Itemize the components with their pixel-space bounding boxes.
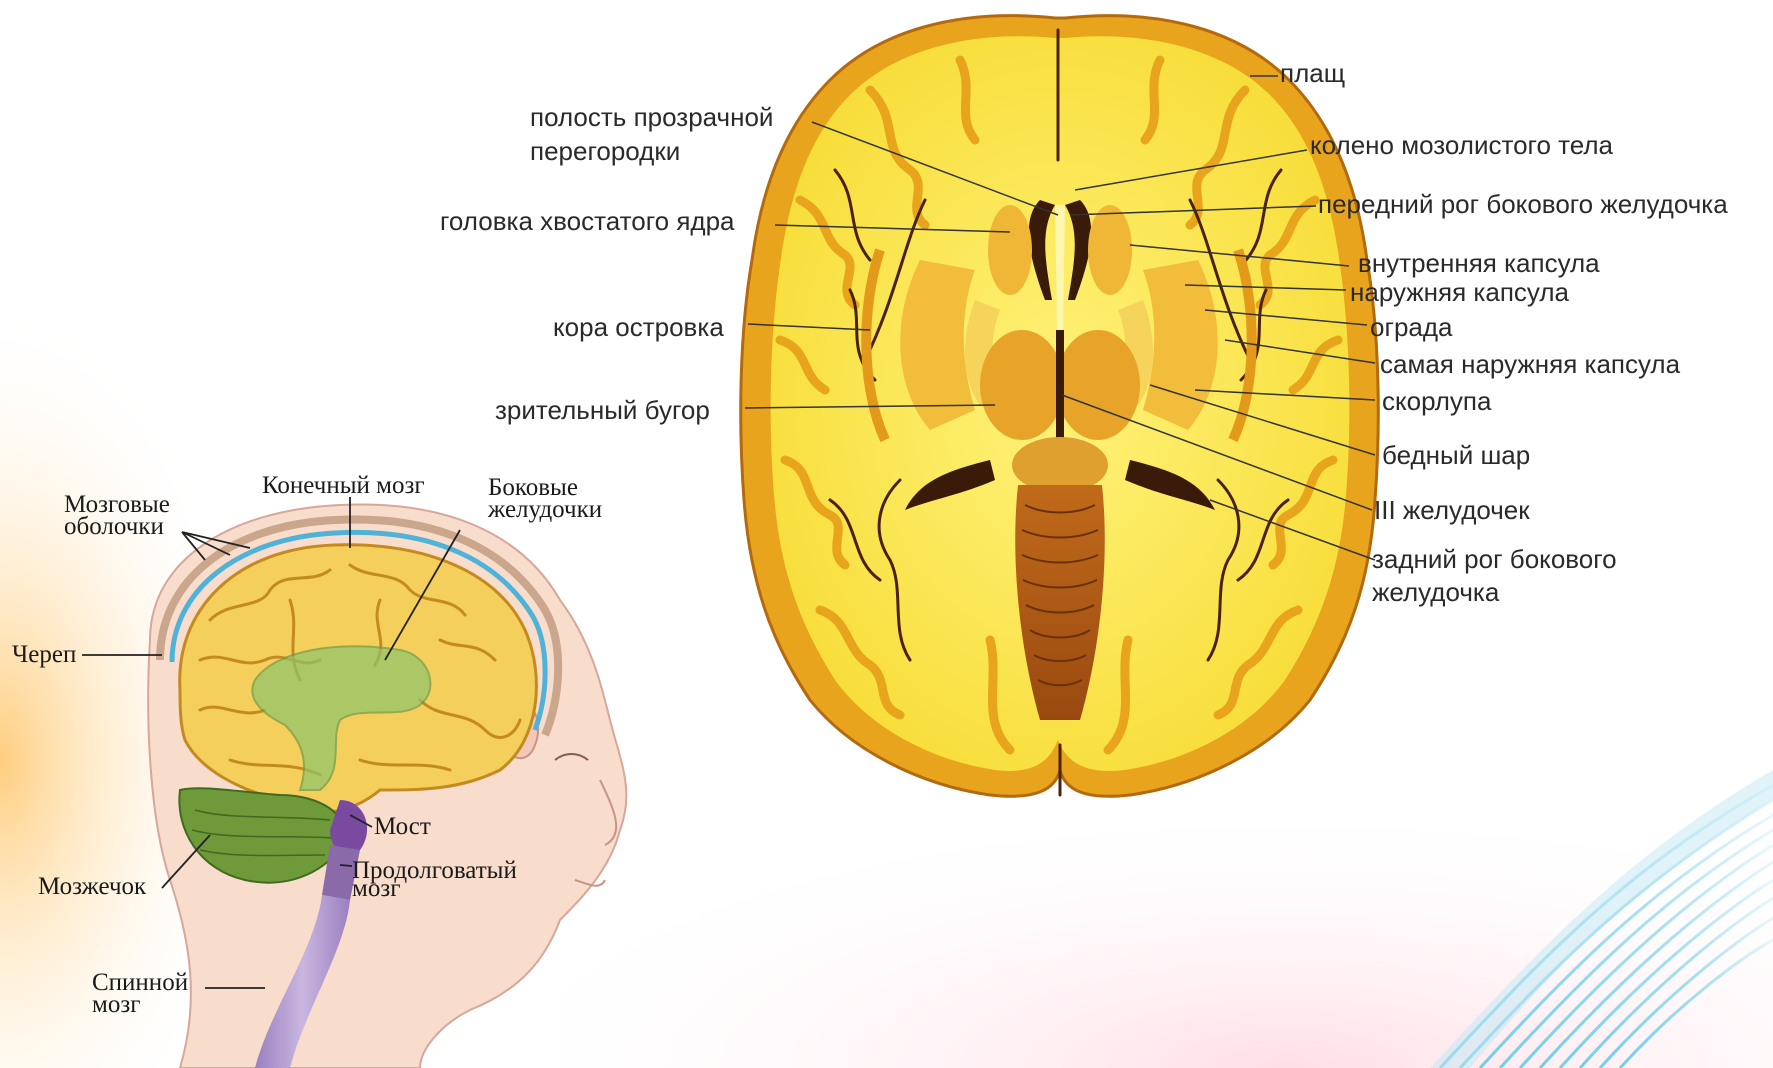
thalamus-right — [1056, 330, 1140, 440]
label-spinnoy-line2: мозг — [92, 994, 140, 1016]
label-peredniy-rog: передний рог бокового желудочка — [1318, 189, 1728, 219]
colliculi — [1012, 437, 1108, 493]
label-polost-line2: перегородки — [530, 136, 680, 166]
label-zritelny-bugor: зрительный бугор — [495, 395, 710, 425]
caudate-left — [988, 205, 1032, 295]
third-ventricle — [1056, 330, 1064, 440]
label-cherep: Череп — [12, 644, 76, 666]
label-iii-zheludochek: III желудочек — [1374, 495, 1530, 525]
label-skorlupa: скорлупа — [1382, 386, 1491, 416]
label-most: Мост — [374, 816, 431, 838]
label-kora-ostrovka: кора островка — [553, 312, 724, 342]
label-plash: плащ — [1280, 58, 1345, 88]
leader-prodolgovaty — [340, 865, 352, 866]
label-ograda: ограда — [1370, 312, 1453, 342]
label-bledny-shar: бедный шар — [1382, 440, 1530, 470]
thalamus-left — [980, 330, 1064, 440]
label-polost-line1: полость прозрачной — [530, 102, 773, 132]
caudate-right — [1088, 205, 1132, 295]
label-bokovye-line2: желудочки — [488, 499, 602, 521]
label-samaya-naruzh: самая наружняя капсула — [1380, 349, 1680, 379]
label-naruzh-kapsula: наружняя капсула — [1350, 277, 1569, 307]
label-mozgovye-line2: оболочки — [64, 516, 164, 538]
label-vnutr-kapsula: внутренняя капсула — [1358, 248, 1600, 278]
label-zadniy-rog-line2: желудочка — [1372, 577, 1499, 607]
axial-brain-section — [741, 16, 1379, 797]
label-koleno: колено мозолистого тела — [1310, 130, 1613, 160]
sagittal-head — [148, 504, 626, 1068]
label-prodolgovaty-line2: мозг — [352, 878, 400, 900]
label-golovka: головка хвостатого ядра — [440, 206, 735, 236]
label-mozzhechok: Мозжечок — [38, 876, 146, 898]
label-zadniy-rog-line1: задний рог бокового — [1372, 544, 1617, 574]
label-konechny-mozg: Конечный мозг — [262, 475, 425, 497]
